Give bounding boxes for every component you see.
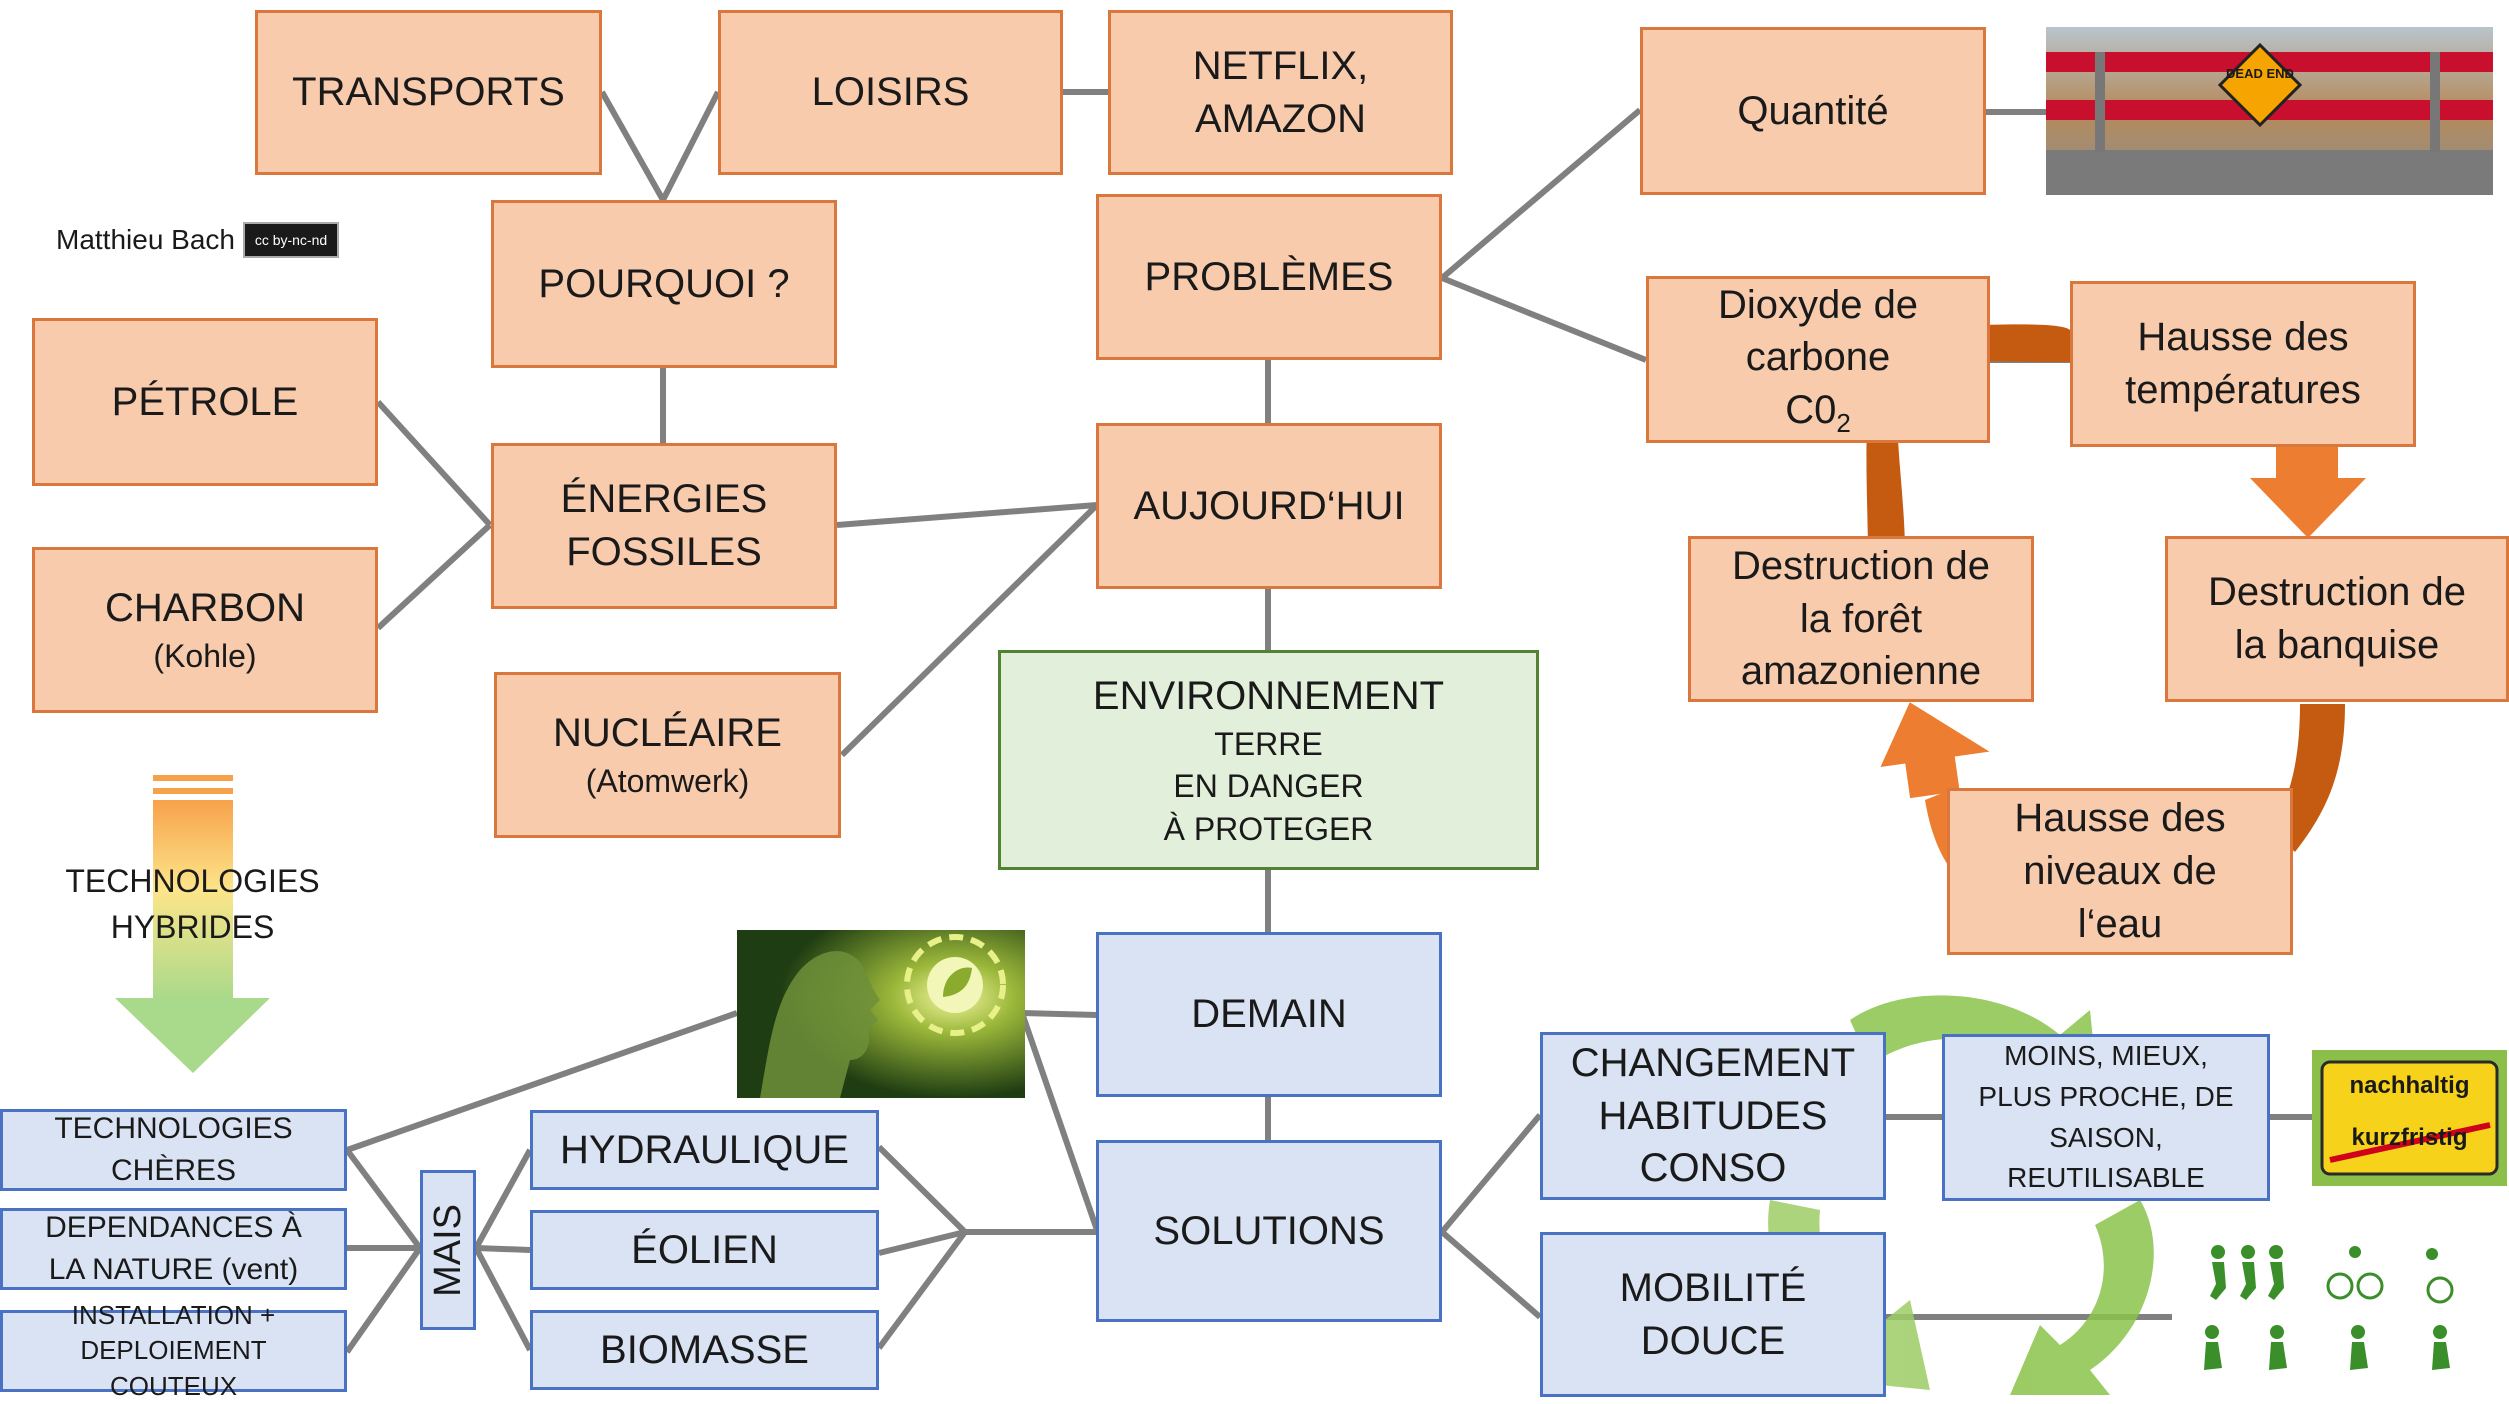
- co2-subscript: 2: [1836, 408, 1851, 439]
- env-line-terre: TERRE: [1214, 726, 1323, 763]
- node-aujourdhui: AUJOURD‘HUI: [1096, 423, 1442, 589]
- node-netflix-amazon: NETFLIX, AMAZON: [1108, 10, 1453, 175]
- mobility-pictograms: [2204, 1245, 2454, 1370]
- node-hydraulique: HYDRAULIQUE: [530, 1110, 879, 1190]
- node-changement-habitudes: CHANGEMENT HABITUDES CONSO: [1540, 1032, 1886, 1200]
- node-environnement: ENVIRONNEMENT TERRE EN DANGER À PROTEGER: [998, 650, 1539, 870]
- node-installation-couteux: INSTALLATION + DEPLOIEMENT COUTEUX: [0, 1300, 347, 1401]
- node-technologies-cheres: TECHNOLOGIES CHÈRES: [0, 1109, 347, 1191]
- node-pourquoi: POURQUOI ?: [491, 200, 837, 368]
- charbon-translation: (Kohle): [153, 638, 257, 675]
- connector-lines: [344, 89, 2312, 1354]
- nucleaire-translation: (Atomwerk): [585, 763, 750, 800]
- node-solutions: SOLUTIONS: [1096, 1140, 1442, 1322]
- hybrid-arrow-icon: [115, 775, 270, 1073]
- node-mobilite-douce: MOBILITÉ DOUCE: [1540, 1232, 1886, 1397]
- co2-formula: C02: [1785, 388, 1851, 439]
- node-hausse-niveaux-eau: Hausse des niveaux de l‘eau: [1947, 788, 2293, 955]
- cc-license-icon[interactable]: cc by-nc-nd: [243, 222, 339, 258]
- node-destruction-banquise: Destruction de la banquise: [2165, 536, 2509, 702]
- node-energies-fossiles: ÉNERGIES FOSSILES: [491, 443, 837, 609]
- node-petrole: PÉTROLE: [32, 318, 378, 486]
- author-credit: Matthieu Bach cc by-nc-nd: [56, 222, 339, 258]
- node-biomasse: BIOMASSE: [530, 1310, 879, 1390]
- node-hausse-temperatures: Hausse des températures: [2070, 281, 2416, 447]
- sign-kurzfristig: kurzfristig: [2351, 1124, 2468, 1151]
- node-eolien: ÉOLIEN: [530, 1210, 879, 1290]
- node-nucleaire: NUCLÉAIRE (Atomwerk): [494, 672, 841, 838]
- node-transports: TRANSPORTS: [255, 10, 602, 175]
- env-line-proteger: À PROTEGER: [1163, 810, 1374, 847]
- author-name: Matthieu Bach: [56, 224, 235, 255]
- dead-end-image: [2046, 27, 2493, 195]
- node-charbon: CHARBON (Kohle): [32, 547, 378, 713]
- dead-end-sign-text: DEAD END: [2226, 66, 2294, 81]
- sustainability-sign-image: [2312, 1050, 2507, 1186]
- node-quantite: Quantité: [1640, 27, 1986, 195]
- node-moins-mieux: MOINS, MIEUX, PLUS PROCHE, DE SAISON, RE…: [1942, 1034, 2270, 1201]
- green-technology-image: [737, 930, 1025, 1098]
- node-dioxyde-carbone: Dioxyde de carbone C02: [1646, 276, 1990, 443]
- label-technologies-hybrides: TECHNOLOGIES HYBRIDES: [65, 863, 320, 946]
- sign-nachhaltig: nachhaltig: [2349, 1072, 2470, 1099]
- node-mais: MAIS: [420, 1170, 476, 1330]
- env-line-danger: EN DANGER: [1173, 768, 1364, 805]
- node-problemes: PROBLÈMES: [1096, 194, 1442, 360]
- node-destruction-foret: Destruction de la forêt amazonienne: [1688, 536, 2034, 702]
- node-dependances-nature: DEPENDANCES À LA NATURE (vent): [0, 1208, 347, 1290]
- node-loisirs: LOISIRS: [718, 10, 1063, 175]
- node-demain: DEMAIN: [1096, 932, 1442, 1097]
